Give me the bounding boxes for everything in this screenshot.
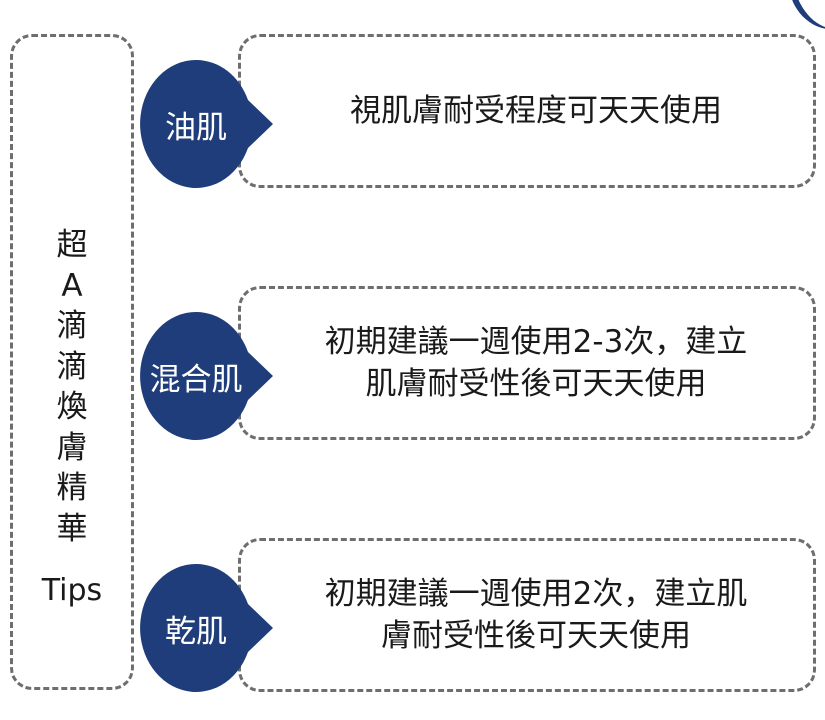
card-text: 視肌膚耐受程度可天天使用	[324, 90, 730, 132]
skin-type-label: 乾肌	[165, 613, 227, 650]
title-char: 超	[56, 227, 88, 263]
card-combination-skin: 初期建議一週使用2-3次，建立 肌膚耐受性後可天天使用	[238, 286, 816, 440]
card-line: 肌膚耐受性後可天天使用	[365, 366, 707, 402]
speech-bubble-icon	[140, 60, 273, 188]
skin-type-badge-combination: 混合肌	[140, 312, 273, 440]
title-char: A	[61, 267, 83, 304]
card-line: 視肌膚耐受程度可天天使用	[350, 93, 722, 129]
skin-type-label: 混合肌	[149, 361, 243, 398]
card-text: 初期建議一週使用2次，建立肌 膚耐受性後可天天使用	[299, 573, 756, 657]
card-text: 初期建議一週使用2-3次，建立 肌膚耐受性後可天天使用	[299, 321, 756, 405]
title-char: 滴	[56, 308, 88, 344]
skin-type-label: 油肌	[165, 109, 227, 146]
card-line: 初期建議一週使用2次，建立肌	[324, 576, 748, 612]
sidebar-title: 超 A 滴 滴 煥 膚 精 華 Tips	[13, 225, 131, 612]
card-line: 初期建議一週使用2-3次，建立	[324, 324, 748, 360]
title-char: 滴	[56, 348, 88, 385]
title-char: 煥	[56, 389, 88, 425]
tips-sidebar: 超 A 滴 滴 煥 膚 精 華 Tips	[10, 34, 134, 690]
title-char: 華	[56, 510, 88, 547]
card-line: 膚耐受性後可天天使用	[380, 618, 691, 654]
skin-type-badge-dry: 乾肌	[140, 564, 273, 692]
title-char: 膚	[56, 429, 88, 466]
skin-type-badge-oily: 油肌	[140, 60, 273, 188]
card-dry-skin: 初期建議一週使用2次，建立肌 膚耐受性後可天天使用	[238, 538, 816, 692]
title-char: 精	[56, 470, 88, 506]
speech-bubble-icon	[140, 564, 273, 692]
card-oily-skin: 視肌膚耐受程度可天天使用	[238, 34, 816, 188]
tips-label: Tips	[41, 573, 103, 608]
speech-bubble-icon	[140, 312, 273, 440]
